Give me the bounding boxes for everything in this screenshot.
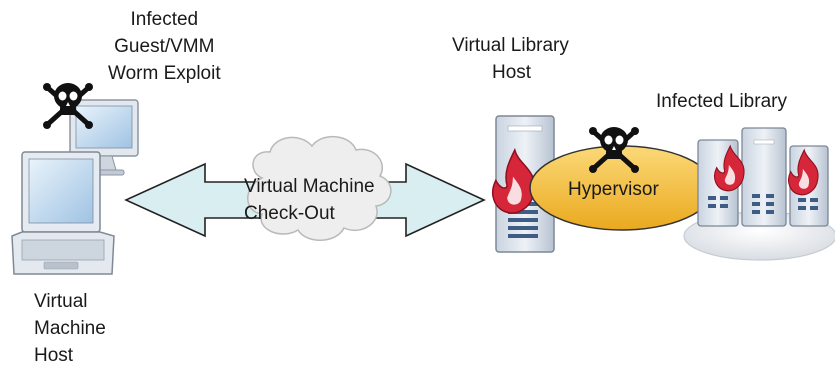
infected-library-label: Infected Library [656, 91, 787, 112]
vm-host-label: Virtual Machine Host [34, 291, 106, 366]
hypervisor-label: Hypervisor [568, 179, 659, 200]
laptop-icon [11, 151, 115, 275]
library-host-label: Virtual Library Host [452, 35, 569, 83]
cloud-icon [247, 136, 392, 241]
checkout-label: Virtual Machine Check-Out [244, 176, 375, 224]
infected-guest-label: Infected Guest/VMM Worm Exploit [108, 9, 221, 84]
server-icon [741, 127, 787, 227]
